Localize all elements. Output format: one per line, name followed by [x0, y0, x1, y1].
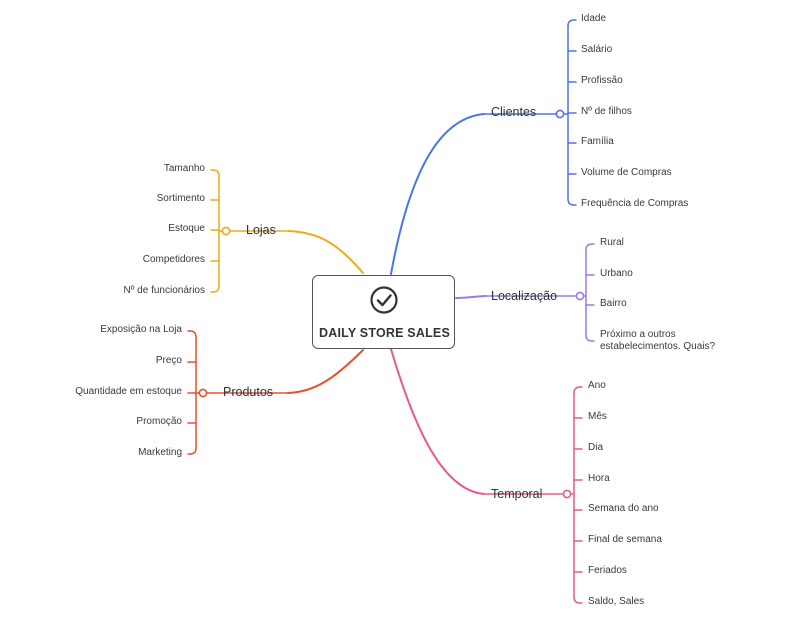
lojas-collapse-knob[interactable]: [221, 226, 231, 236]
topic-temporal-saldo[interactable]: Saldo, Sales: [588, 596, 645, 607]
topic-localizacao-rural[interactable]: Rural: [600, 237, 624, 248]
topic-clientes-volume[interactable]: Volume de Compras: [581, 167, 672, 178]
clientes-twig-6: [567, 198, 577, 206]
connector-localizacao: [455, 295, 487, 299]
topic-produtos-exposicao[interactable]: Exposição na Loja: [100, 324, 182, 335]
central-topic-label: DAILY STORE SALES: [319, 326, 450, 340]
topic-temporal-mes[interactable]: Mês: [588, 411, 607, 422]
check-circle-icon: [370, 286, 398, 314]
topic-temporal-dia[interactable]: Dia: [588, 442, 604, 453]
topic-temporal-semana[interactable]: Semana do ano: [588, 503, 659, 514]
connector-lojas: [287, 230, 364, 274]
topic-produtos-promocao[interactable]: Promoção: [136, 416, 182, 427]
clientes-twig-0: [567, 19, 577, 27]
topic-clientes-familia[interactable]: Família: [581, 136, 614, 147]
topic-temporal-final-semana[interactable]: Final de semana: [588, 534, 662, 545]
clientes-collapse-knob[interactable]: [555, 109, 565, 119]
branch-produtos[interactable]: Produtos: [223, 385, 274, 399]
topic-localizacao-proximo[interactable]: Próximo a outros estabelecimentos. Quais…: [600, 329, 716, 352]
temporal-twig-0: [573, 386, 583, 394]
topic-produtos-marketing[interactable]: Marketing: [138, 447, 182, 458]
topic-clientes-filhos[interactable]: Nº de filhos: [581, 106, 632, 117]
topic-clientes-profissao[interactable]: Profissão: [581, 75, 623, 86]
branch-clientes[interactable]: Clientes: [491, 105, 537, 119]
temporal-collapse-knob[interactable]: [562, 489, 572, 499]
connector-produtos: [287, 349, 364, 394]
topic-localizacao-bairro[interactable]: Bairro: [600, 298, 627, 309]
lojas-twig-4: [210, 285, 220, 293]
localizacao-twig-3: [585, 334, 595, 342]
lojas-twig-0: [210, 169, 220, 177]
localizacao-collapse-knob[interactable]: [575, 291, 585, 301]
topic-lojas-sortimento[interactable]: Sortimento: [156, 193, 205, 204]
topic-lojas-competidores[interactable]: Competidores: [142, 254, 205, 265]
topic-lojas-estoque[interactable]: Estoque: [168, 223, 205, 234]
produtos-twig-4: [187, 447, 197, 455]
topic-temporal-feriados[interactable]: Feriados: [588, 565, 627, 576]
branch-lojas[interactable]: Lojas: [246, 223, 276, 237]
connector-temporal: [390, 348, 485, 495]
topic-lojas-tamanho[interactable]: Tamanho: [163, 163, 205, 174]
topic-produtos-quantidade[interactable]: Quantidade em estoque: [75, 386, 182, 397]
connector-clientes: [390, 113, 485, 275]
topic-clientes-idade[interactable]: Idade: [581, 13, 607, 24]
branch-temporal[interactable]: Temporal: [491, 487, 543, 501]
branch-localizacao[interactable]: Localização: [491, 289, 558, 303]
topic-produtos-preco[interactable]: Preço: [155, 355, 182, 366]
topic-localizacao-urbano[interactable]: Urbano: [600, 268, 633, 279]
localizacao-twig-0: [585, 243, 595, 251]
topic-lojas-funcionarios[interactable]: Nº de funcionários: [123, 285, 205, 296]
topic-temporal-hora[interactable]: Hora: [588, 473, 610, 484]
produtos-twig-0: [187, 330, 197, 338]
produtos-collapse-knob[interactable]: [198, 388, 208, 398]
topic-clientes-frequencia[interactable]: Frequência de Compras: [581, 198, 689, 209]
central-topic[interactable]: DAILY STORE SALES: [312, 275, 455, 349]
topic-temporal-ano[interactable]: Ano: [588, 380, 606, 391]
topic-clientes-salario[interactable]: Salário: [581, 44, 613, 55]
temporal-twig-7: [573, 596, 583, 604]
